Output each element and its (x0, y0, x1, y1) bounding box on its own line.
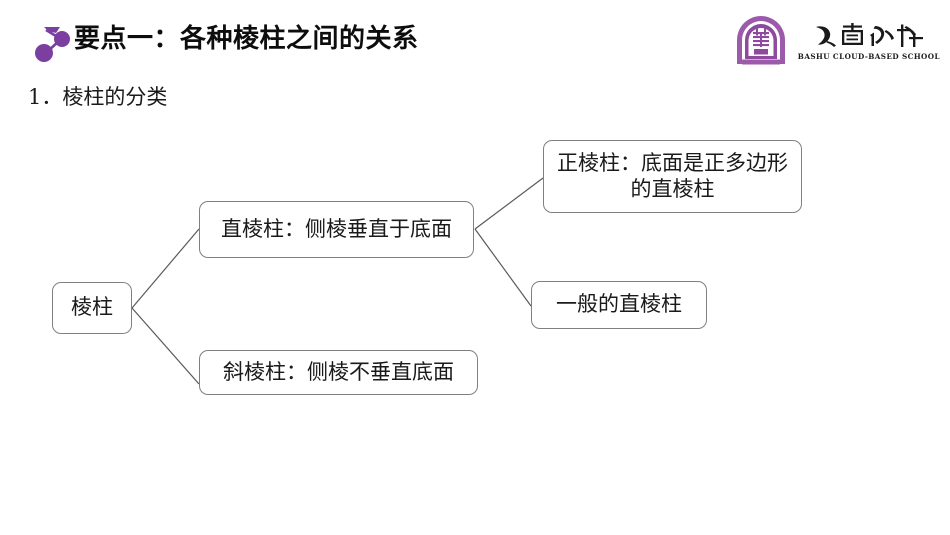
sub-heading-text: 棱柱的分类 (62, 85, 168, 109)
logo-wordmark: BASHU CLOUD-BASED SCHOOL (798, 22, 940, 60)
edge-right-prism-regular-prism (474, 177, 544, 230)
bashu-seal-icon (736, 16, 785, 65)
logo-wordmark-en: BASHU CLOUD-BASED SCHOOL (797, 51, 940, 61)
page-title: 要点一：各种棱柱之间的关系 (74, 24, 419, 54)
diagram-node-oblique-prism: 斜棱柱：侧棱不垂直底面 (199, 350, 478, 395)
logo-wordmark-cn-icon (815, 22, 923, 47)
sub-heading-number: 1． (28, 85, 63, 109)
diagram-node-regular-prism: 正棱柱：底面是正多边形的直棱柱 (543, 140, 802, 213)
school-logo: BASHU CLOUD-BASED SCHOOL (734, 14, 940, 68)
sub-heading: 1．棱柱的分类 (28, 82, 167, 112)
diagram-node-general-right-prism: 一般的直棱柱 (531, 281, 707, 329)
node-link-icon (35, 27, 70, 62)
edge-root-oblique-prism (131, 307, 200, 385)
edge-right-prism-general-right-prism (474, 228, 532, 307)
edge-root-right-prism (131, 228, 200, 309)
diagram-node-right-prism: 直棱柱：侧棱垂直于底面 (199, 201, 474, 258)
diagram-node-root: 棱柱 (52, 282, 132, 334)
